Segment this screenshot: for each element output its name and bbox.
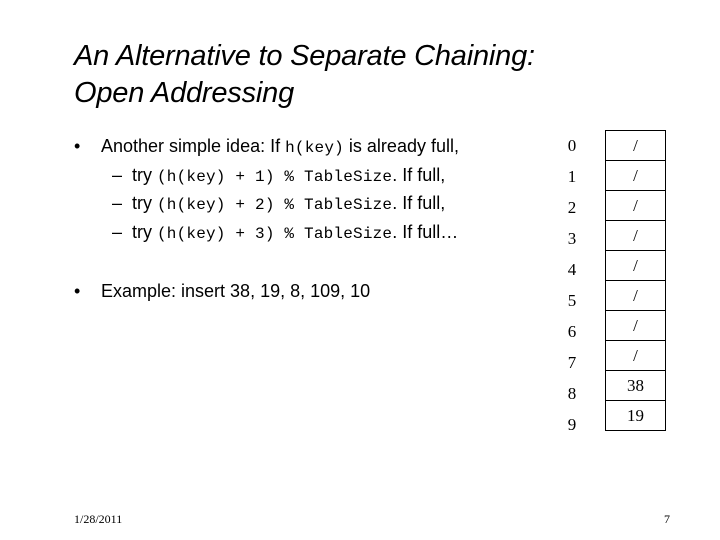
table-cell: / [606,251,665,281]
bullet-1-code: h(key) [285,139,344,157]
sub-item-3-try: try [132,222,157,242]
table-cell: / [606,311,665,341]
table-cell: / [606,341,665,371]
bullet-1-suffix: is already full, [343,136,459,156]
table-cell: / [606,131,665,161]
bullet-list: • Another simple idea: If h(key) is alre… [74,134,459,301]
table-index: 1 [567,167,577,186]
sub-item-3-suffix: . If full… [392,222,459,242]
bullet-icon: • [74,136,81,156]
sub-item-1-text: try (h(key) + 1) % TableSize. If full, [132,163,445,189]
table-index: 2 [567,198,577,217]
sub-item-1-try: try [132,165,157,185]
table-cell: / [606,161,665,191]
table-cell: / [606,281,665,311]
table-cell: / [606,191,665,221]
table-index: 0 [567,136,577,155]
slide-title-line1: An Alternative to Separate Chaining: [74,40,535,72]
table-index: 8 [567,384,577,403]
sub-item-1-suffix: . If full, [392,165,446,185]
table-index: 3 [567,229,577,248]
sub-item-1-code: (h(key) + 1) % TableSize [157,168,393,186]
bullet-1-text: Another simple idea: If h(key) is alread… [101,134,459,160]
table-index: 6 [567,322,577,341]
table-index: 5 [567,291,577,310]
table-index: 7 [567,353,577,372]
sub-item-2-suffix: . If full, [392,193,446,213]
footer-page-number: 7 [664,512,670,526]
sub-item-2-text: try (h(key) + 2) % TableSize. If full, [132,191,445,217]
slide-title-line2: Open Addressing [74,77,295,109]
bullet-2-text: Example: insert 38, 19, 8, 109, 10 [101,281,371,301]
sub-item-3-code: (h(key) + 3) % TableSize [157,225,393,243]
dash-icon: – [112,165,123,185]
table-index: 9 [567,415,577,434]
footer-date: 1/28/2011 [74,512,123,526]
table-cell: 19 [606,401,665,431]
sub-item-3-text: try (h(key) + 3) % TableSize. If full… [132,220,458,246]
bullet-1-prefix: Another simple idea: If [101,136,286,156]
sub-item-2-try: try [132,193,157,213]
slide-title: An Alternative to Separate Chaining: Ope… [74,38,535,112]
table-cell: / [606,221,665,251]
dash-icon: – [112,193,123,213]
table-cell: 38 [606,371,665,401]
bullet-icon: • [74,281,81,301]
table-cells: / / / / / / / / 38 19 [605,130,666,431]
sub-item-2-code: (h(key) + 2) % TableSize [157,196,393,214]
table-index: 4 [567,260,577,279]
dash-icon: – [112,222,123,242]
